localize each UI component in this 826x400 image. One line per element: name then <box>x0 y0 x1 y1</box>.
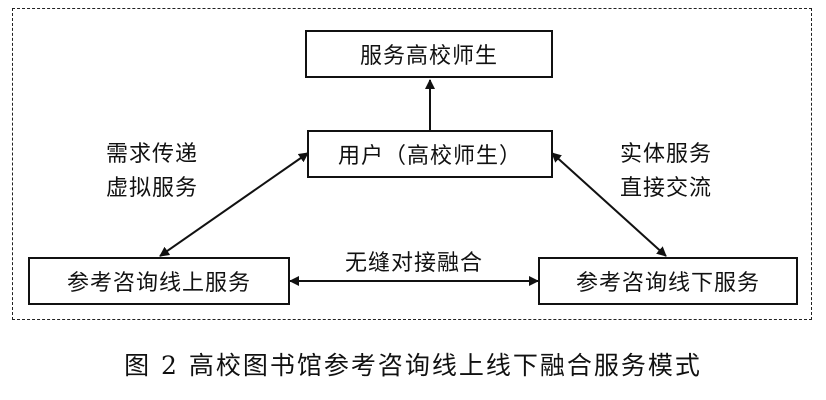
left-edge-label-line1: 需求传递 <box>106 142 199 167</box>
node-users: 用户（高校师生） <box>307 130 553 178</box>
right-edge-label-line1: 实体服务 <box>620 142 713 167</box>
dashed-frame <box>12 8 812 320</box>
left-edge-label-line2: 虚拟服务 <box>106 176 199 201</box>
node-online-service: 参考咨询线上服务 <box>28 257 290 305</box>
node-offline-service-label: 参考咨询线下服务 <box>575 271 760 296</box>
node-serve-faculty-students: 服务高校师生 <box>305 30 553 78</box>
right-edge-label-line2: 直接交流 <box>620 176 713 201</box>
left-edge-label: 需求传递 虚拟服务 <box>106 138 198 206</box>
node-users-label: 用户（高校师生） <box>337 144 522 169</box>
node-serve-faculty-students-label: 服务高校师生 <box>359 44 498 69</box>
node-offline-service: 参考咨询线下服务 <box>538 257 798 305</box>
right-edge-label: 实体服务 直接交流 <box>620 138 712 206</box>
node-online-service-label: 参考咨询线上服务 <box>66 271 251 296</box>
figure-caption: 图 2 高校图书馆参考咨询线上线下融合服务模式 <box>124 351 702 380</box>
bottom-edge-label: 无缝对接融合 <box>345 251 484 276</box>
